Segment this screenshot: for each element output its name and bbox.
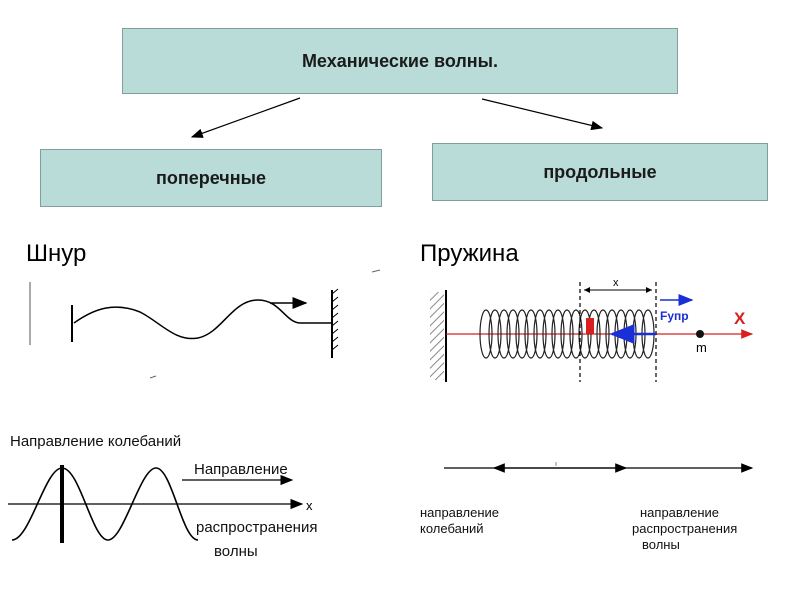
propagation-label-line1: Направление: [194, 461, 288, 478]
longitudinal-text: продольные: [543, 161, 657, 182]
spring-x-label: x: [613, 277, 619, 289]
title-box: Механические волны.: [122, 28, 678, 94]
oscillation-direction-label: Направление колебаний: [10, 433, 181, 450]
arrow-to-transverse: [190, 97, 301, 138]
propagation-caption-line1: направление: [640, 505, 720, 520]
wave-diagram: Направление колебаний Направление распро…: [8, 433, 317, 560]
arrow-to-longitudinal: [481, 98, 604, 131]
longitudinal-box: продольные: [432, 143, 768, 201]
spring-axis-label: X: [734, 309, 746, 328]
longitudinal-direction-arrows: [444, 462, 754, 473]
spring-mass-label: m: [696, 340, 707, 355]
cord-diagram: [29, 269, 381, 379]
spring-force-label: Fупр: [660, 309, 689, 323]
title-text: Механические волны.: [301, 50, 499, 71]
propagation-caption-line3: волны: [642, 537, 680, 552]
oscillation-caption-line1: направление: [420, 505, 500, 520]
transverse-text: поперечные: [155, 167, 266, 188]
cord-label: Шнур: [26, 240, 87, 267]
propagation-label-line3: волны: [214, 543, 258, 560]
oscillation-caption-line2: колебаний: [420, 521, 484, 536]
spring-label: Пружина: [420, 240, 519, 267]
propagation-caption: направление распространения волны: [632, 505, 737, 553]
wave-axis-label: x: [306, 498, 313, 513]
spring-diagram: x Fупр X m: [430, 277, 754, 382]
oscillation-caption: направление колебаний: [420, 505, 499, 537]
propagation-caption-line2: распространения: [632, 521, 738, 536]
propagation-label-line2: распространения: [196, 519, 317, 536]
transverse-box: поперечные: [40, 149, 382, 207]
